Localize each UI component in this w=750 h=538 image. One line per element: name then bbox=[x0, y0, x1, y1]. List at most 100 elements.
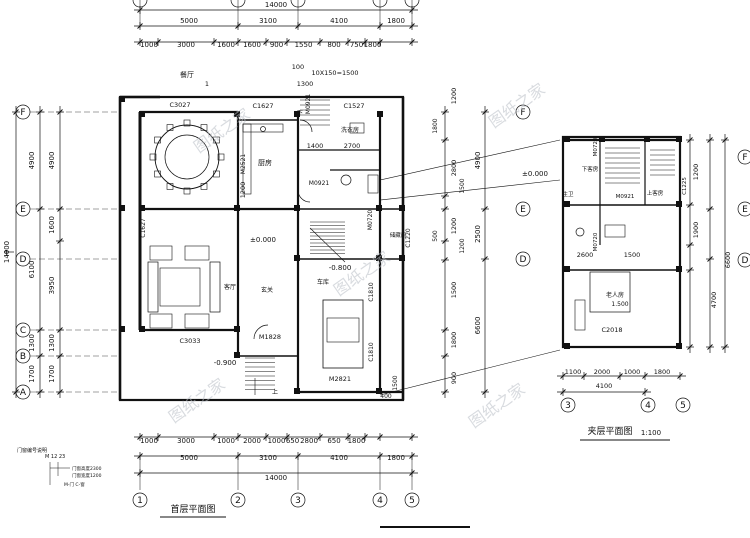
stair-label: 上 bbox=[272, 388, 278, 396]
column-block bbox=[119, 205, 125, 211]
dim-label: 1700 bbox=[48, 365, 56, 383]
plan-line bbox=[367, 174, 379, 194]
door-arc bbox=[299, 119, 313, 133]
column-block bbox=[376, 388, 382, 394]
plan-line bbox=[137, 39, 143, 45]
plan-line bbox=[409, 39, 415, 45]
dim-label: 1000 bbox=[140, 41, 158, 49]
dim-label: 750 bbox=[350, 41, 363, 49]
window-tag: C1627 bbox=[140, 218, 147, 238]
column-block bbox=[676, 343, 682, 349]
column-block bbox=[644, 136, 650, 142]
dim-label: 2600 bbox=[577, 251, 594, 259]
door-arc bbox=[297, 189, 311, 203]
column-block bbox=[376, 255, 382, 261]
grid-bubble bbox=[132, 492, 148, 508]
plan-line bbox=[235, 434, 241, 440]
room-label: 储藏间 bbox=[390, 231, 407, 239]
grid-label: 5 bbox=[409, 496, 415, 506]
grid-label: F bbox=[520, 108, 525, 118]
dim-label: 1000 bbox=[140, 437, 158, 445]
plan-line bbox=[184, 245, 210, 261]
dim-label: 1800 bbox=[364, 41, 382, 49]
door-tag: M0720 bbox=[593, 232, 599, 251]
grid-label: E bbox=[20, 205, 26, 215]
column-block bbox=[377, 111, 383, 117]
column-block bbox=[119, 326, 125, 332]
door-tag: M0720 bbox=[593, 137, 599, 156]
grid-bubble bbox=[230, 492, 246, 508]
dim-label: 5000 bbox=[180, 454, 198, 462]
dim-label: 4700 bbox=[710, 292, 718, 309]
legend-title: 门窗编号说明 bbox=[17, 447, 47, 454]
level-mark: ±0.000 bbox=[522, 170, 548, 178]
plan-line bbox=[687, 344, 693, 350]
plan-line bbox=[362, 39, 368, 45]
plan-line bbox=[442, 327, 448, 333]
dim-label: 3100 bbox=[259, 17, 277, 25]
dim-label: 1400 bbox=[307, 142, 324, 150]
plan-line bbox=[326, 317, 360, 343]
dim-label: 1800 bbox=[432, 118, 439, 133]
room-label: 客厅 bbox=[224, 283, 236, 291]
dim-label: 650 bbox=[286, 437, 299, 445]
grid-bubble bbox=[515, 201, 531, 217]
dim-label: 500 bbox=[432, 230, 439, 242]
column-block bbox=[564, 201, 570, 207]
room-label: 餐厅 bbox=[180, 70, 194, 79]
plan-line bbox=[154, 136, 161, 144]
plan-line bbox=[687, 202, 693, 208]
door-tag: M1828 bbox=[259, 333, 281, 341]
room-label: 洗衣房 bbox=[341, 126, 359, 134]
plan-line bbox=[442, 109, 448, 115]
grid-bubble bbox=[515, 251, 531, 267]
dim-label: 6600 bbox=[724, 252, 732, 269]
window-tag: C2018 bbox=[601, 326, 622, 334]
plan-line bbox=[617, 373, 623, 379]
bed-icon bbox=[589, 271, 631, 313]
column-block bbox=[564, 136, 570, 142]
plan-line bbox=[184, 313, 210, 329]
grid-bubble bbox=[737, 201, 750, 217]
plan-line bbox=[213, 170, 220, 178]
dim-label: 2700 bbox=[344, 142, 361, 150]
grid-bubble bbox=[675, 397, 691, 413]
plan-line bbox=[560, 389, 566, 395]
dim-label: 1200 bbox=[239, 182, 247, 199]
plan-line bbox=[155, 434, 161, 440]
dim-label: 400 bbox=[380, 393, 392, 400]
plan-line bbox=[442, 137, 448, 143]
toilet-icon bbox=[575, 227, 585, 237]
plan-line bbox=[574, 299, 586, 331]
plan-line bbox=[57, 238, 63, 244]
plan-line bbox=[260, 126, 266, 132]
grid-label: B bbox=[20, 352, 26, 362]
plan-line bbox=[687, 242, 693, 248]
plan-line bbox=[211, 39, 217, 45]
plan-line bbox=[235, 39, 241, 45]
grid-label: 2 bbox=[235, 496, 241, 506]
column-block bbox=[676, 136, 682, 142]
dim-label: 14000 bbox=[3, 241, 11, 263]
plan-line bbox=[377, 39, 383, 45]
plan-line bbox=[159, 267, 201, 307]
column-block bbox=[294, 205, 300, 211]
door-tag: M0921 bbox=[305, 94, 312, 115]
grid-bubble bbox=[737, 149, 750, 165]
window-tag: C1225 bbox=[682, 177, 688, 195]
grid-bubble bbox=[372, 492, 388, 508]
grid-label: 4 bbox=[645, 401, 651, 411]
plan-line bbox=[200, 183, 208, 190]
level-mark: 1.500 bbox=[611, 301, 628, 308]
plan-line bbox=[687, 267, 693, 273]
door-tag: M0921 bbox=[309, 180, 330, 187]
column-block bbox=[676, 266, 682, 272]
plan-line bbox=[183, 187, 191, 195]
plan-line bbox=[242, 123, 252, 195]
dim-label: 1300 bbox=[48, 334, 56, 352]
column-block bbox=[234, 352, 240, 358]
window-tag: C1220 bbox=[405, 228, 412, 248]
plan-line bbox=[687, 137, 693, 143]
plan-line bbox=[482, 109, 488, 115]
plan-line bbox=[345, 39, 351, 45]
